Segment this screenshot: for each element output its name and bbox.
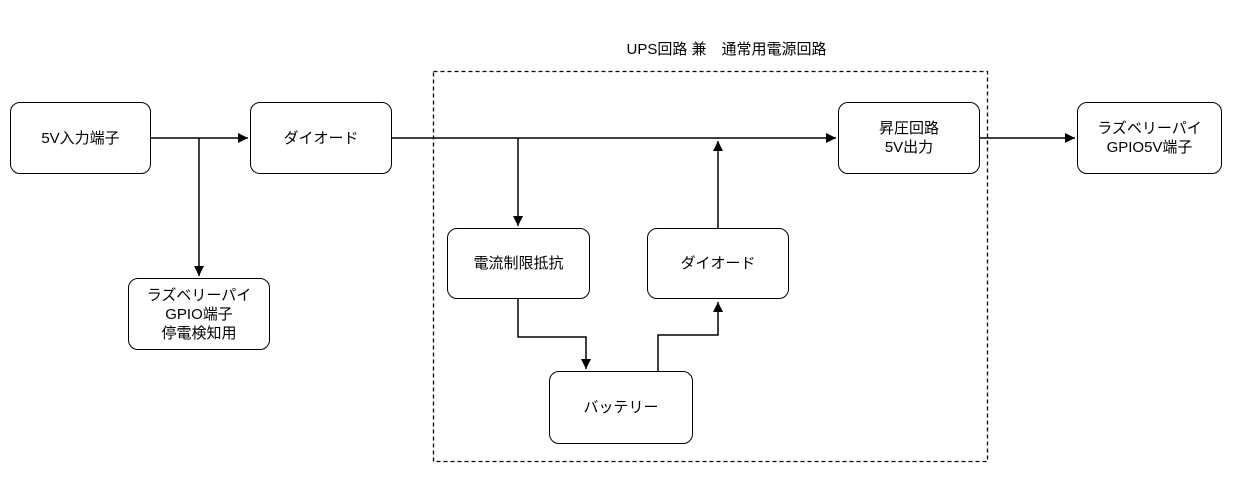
node-label: ダイオード: [680, 255, 756, 272]
node-diode-ups: ダイオード: [647, 228, 789, 299]
node-label: ラズベリーパイ: [146, 286, 252, 304]
node-label: 停電検知用: [161, 324, 237, 342]
node-label: バッテリー: [583, 399, 659, 416]
node-label: GPIO5V端子: [1106, 139, 1193, 156]
node-label: 電流制限抵抗: [473, 255, 564, 272]
ups-container-border: [432, 70, 989, 463]
node-diode-main: ダイオード: [250, 102, 392, 174]
node-raspberrypi-gpio-detect: ラズベリーパイ GPIO端子 停電検知用: [128, 278, 270, 350]
connector-resistor-to-battery: [517, 299, 591, 369]
node-battery: バッテリー: [549, 371, 693, 444]
node-label: 5V入力端子: [41, 129, 120, 147]
node-label: 昇圧回路: [878, 120, 939, 137]
node-label: GPIO端子: [165, 305, 233, 323]
node-boost-circuit: 昇圧回路 5V出力: [838, 102, 980, 174]
node-label: ダイオード: [283, 129, 359, 147]
connector-battery-to-diode: [657, 302, 723, 371]
node-5v-input-terminal: 5V入力端子: [10, 102, 151, 174]
node-label: ラズベリーパイ: [1097, 120, 1202, 137]
node-label: 5V出力: [884, 139, 934, 156]
node-current-limit-resistor: 電流制限抵抗: [447, 228, 590, 299]
ups-container-title: UPS回路 兼 通常用電源回路: [626, 41, 827, 58]
node-raspberrypi-gpio5v: ラズベリーパイ GPIO5V端子: [1077, 102, 1222, 174]
